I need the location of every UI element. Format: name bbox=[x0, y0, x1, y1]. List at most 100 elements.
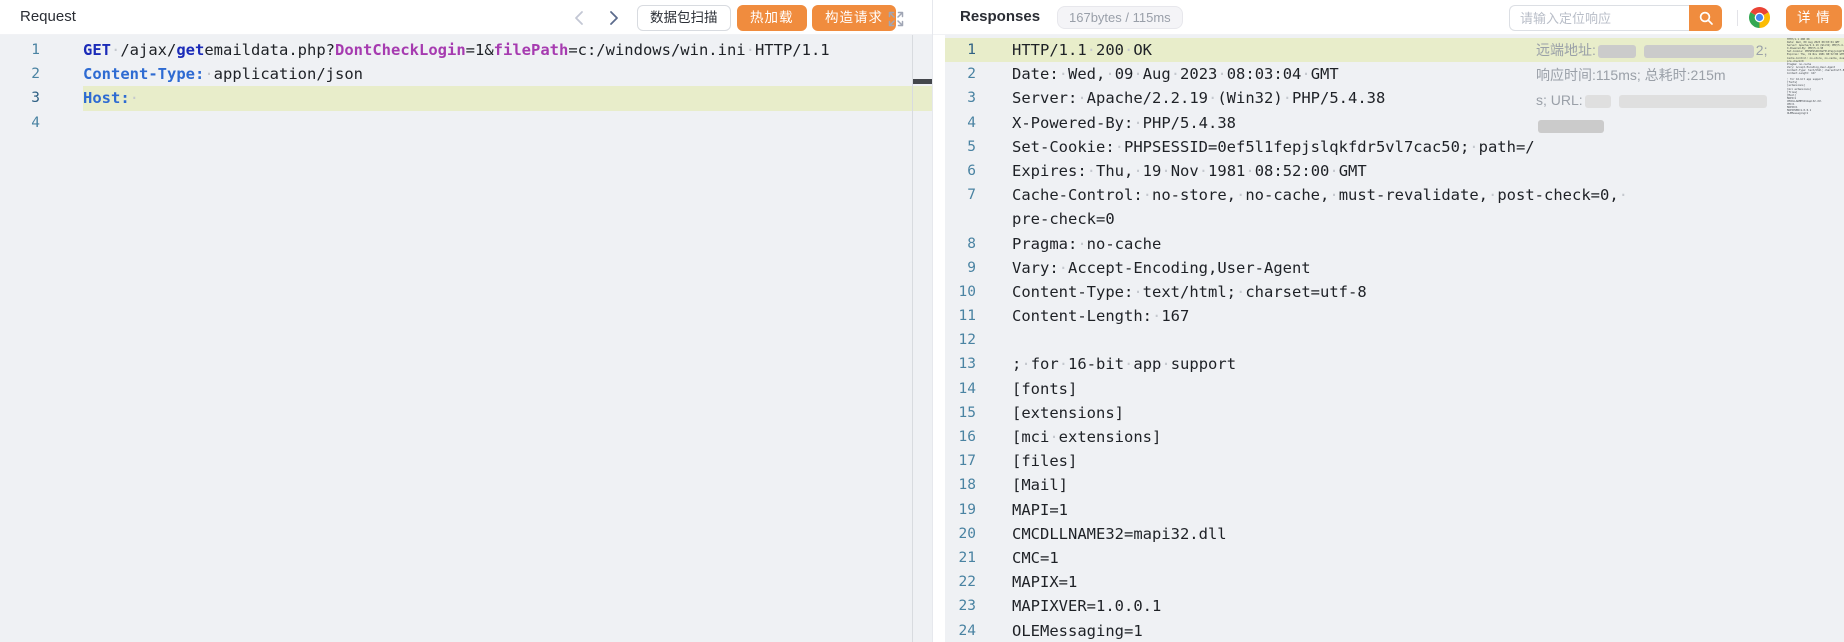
line-content: Content-Type:·application/json bbox=[83, 65, 363, 84]
line-number: 10 bbox=[958, 283, 976, 300]
line-content: HTTP/1.1·200·OK bbox=[1012, 41, 1153, 59]
line-content: Vary:·Accept-Encoding,User-Agent bbox=[1012, 258, 1311, 277]
code-line[interactable]: 18 [Mail] bbox=[945, 473, 1844, 497]
line-content bbox=[83, 111, 932, 135]
response-editor[interactable]: HTTP/1.1 200 OK Date: Wed, 09 Aug 2023 0… bbox=[945, 35, 1844, 642]
fullscreen-arrows-icon bbox=[888, 11, 904, 27]
line-number: 23 bbox=[958, 598, 976, 615]
line-number: 4 bbox=[31, 114, 40, 131]
open-in-browser-button[interactable] bbox=[1749, 7, 1770, 28]
line-number: 17 bbox=[958, 453, 976, 470]
chrome-icon bbox=[1749, 7, 1770, 28]
line-number: 18 bbox=[958, 477, 976, 494]
line-content: OLEMessaging=1 bbox=[1012, 621, 1143, 640]
line-number: 14 bbox=[958, 380, 976, 397]
response-panel: Responses 167bytes / 115ms bbox=[933, 0, 1844, 642]
request-panel: Request 数据包扫描 热加载 构造请求 bbox=[0, 0, 933, 642]
code-line[interactable]: 19 MAPI=1 bbox=[945, 498, 1844, 522]
line-number: 12 bbox=[958, 332, 976, 349]
fullscreen-button[interactable] bbox=[887, 9, 909, 29]
code-line[interactable]: 20 CMCDLLNAME32=mapi32.dll bbox=[945, 522, 1844, 546]
code-line[interactable]: 3 Host:· bbox=[0, 86, 932, 111]
line-number: 19 bbox=[958, 501, 976, 518]
code-line[interactable]: 14 [fonts] bbox=[945, 377, 1844, 401]
line-number: 4 bbox=[967, 114, 976, 131]
line-number: 6 bbox=[967, 162, 976, 179]
line-number: 15 bbox=[958, 404, 976, 421]
line-number: 16 bbox=[958, 429, 976, 445]
hot-reload-button[interactable]: 热加载 bbox=[737, 5, 807, 31]
line-content: [mci·extensions] bbox=[1012, 428, 1162, 446]
request-header: Request 数据包扫描 热加载 构造请求 bbox=[0, 0, 932, 35]
code-line[interactable]: 22 MAPIX=1 bbox=[945, 570, 1844, 594]
build-request-button[interactable]: 构造请求 bbox=[812, 5, 896, 31]
line-content: Host:· bbox=[83, 86, 932, 111]
line-content: Set-Cookie:·PHPSESSID=0ef5l1fepjslqkfdr5… bbox=[1012, 137, 1535, 156]
code-line[interactable]: 7 Cache-Control:·no-store,·no-cache,·must… bbox=[945, 183, 1844, 207]
response-search-button[interactable] bbox=[1689, 5, 1722, 31]
line-number: 20 bbox=[958, 525, 976, 542]
code-line[interactable]: 24 OLEMessaging=1 bbox=[945, 619, 1844, 642]
code-line[interactable]: 1 HTTP/1.1·200·OK bbox=[945, 38, 1844, 63]
header-divider bbox=[1737, 10, 1738, 26]
line-number: 1 bbox=[967, 42, 976, 58]
line-content: Content-Type:·text/html;·charset=utf-8 bbox=[1012, 282, 1367, 301]
code-line[interactable]: 2 Content-Type:·application/json bbox=[0, 62, 932, 86]
code-line[interactable]: 5 Set-Cookie:·PHPSESSID=0ef5l1fepjslqkfdr… bbox=[945, 135, 1844, 159]
code-line[interactable]: 16 [mci·extensions] bbox=[945, 425, 1844, 449]
next-packet-button[interactable] bbox=[603, 8, 625, 28]
response-search-input[interactable] bbox=[1509, 5, 1689, 31]
line-content: CMCDLLNAME32=mapi32.dll bbox=[1012, 524, 1227, 543]
code-line[interactable]: 10 Content-Type:·text/html;·charset=utf-8 bbox=[945, 280, 1844, 304]
code-line[interactable]: 4 X-Powered-By:·PHP/5.4.38 bbox=[945, 111, 1844, 135]
packet-scan-button[interactable]: 数据包扫描 bbox=[637, 5, 731, 31]
line-number: 8 bbox=[967, 235, 976, 252]
line-number: 11 bbox=[958, 308, 976, 325]
line-number: 21 bbox=[958, 549, 976, 566]
chevron-right-icon bbox=[610, 11, 618, 25]
code-line[interactable]: pre-check=0 bbox=[945, 207, 1844, 231]
line-content: X-Powered-By:·PHP/5.4.38 bbox=[1012, 113, 1236, 132]
code-line[interactable]: 12 bbox=[945, 328, 1844, 352]
line-content: [files] bbox=[1012, 452, 1078, 471]
line-number: 3 bbox=[967, 90, 976, 107]
line-content: Cache-Control:·no-store,·no-cache,·must-… bbox=[1012, 186, 1629, 205]
detail-button[interactable]: 详 情 bbox=[1786, 5, 1842, 31]
code-line[interactable]: 13;·for·16-bit·app·support bbox=[945, 352, 1844, 376]
line-content: [Mail] bbox=[1012, 476, 1068, 495]
line-content: MAPI=1 bbox=[1012, 500, 1068, 519]
line-number: 24 bbox=[958, 622, 976, 639]
response-search bbox=[1509, 5, 1722, 31]
code-line[interactable]: 6 Expires:·Thu,·19·Nov·1981·08:52:00·GMT bbox=[945, 159, 1844, 183]
line-number: 5 bbox=[967, 138, 976, 155]
line-number: 13 bbox=[958, 356, 976, 373]
line-content: Date:·Wed,·09·Aug·2023·08:03:04·GMT bbox=[1012, 65, 1339, 84]
line-content: GET·/ajax/getemaildata.php?DontCheckLogi… bbox=[83, 41, 830, 59]
line-content: Expires:·Thu,·19·Nov·1981·08:52:00·GMT bbox=[1012, 161, 1367, 180]
line-number: 22 bbox=[958, 574, 976, 591]
prev-packet-button[interactable] bbox=[570, 8, 592, 28]
line-content: MAPIX=1 bbox=[1012, 573, 1078, 592]
search-icon bbox=[1699, 11, 1713, 25]
code-line[interactable]: 4 bbox=[0, 111, 932, 135]
response-size-time-badge: 167bytes / 115ms bbox=[1057, 6, 1183, 29]
line-number: 2 bbox=[31, 66, 40, 83]
request-scrollbar-thumb[interactable] bbox=[913, 79, 932, 84]
line-number: 7 bbox=[967, 187, 976, 204]
line-content: [fonts] bbox=[1012, 379, 1078, 398]
response-minimap[interactable]: HTTP/1.1 200 OK Date: Wed, 09 Aug 2023 0… bbox=[1787, 38, 1844, 116]
code-line[interactable]: 17 [files] bbox=[945, 449, 1844, 473]
line-number: 3 bbox=[31, 90, 40, 107]
code-line[interactable]: 15[extensions] bbox=[945, 401, 1844, 425]
line-content: pre-check=0 bbox=[1012, 210, 1115, 229]
